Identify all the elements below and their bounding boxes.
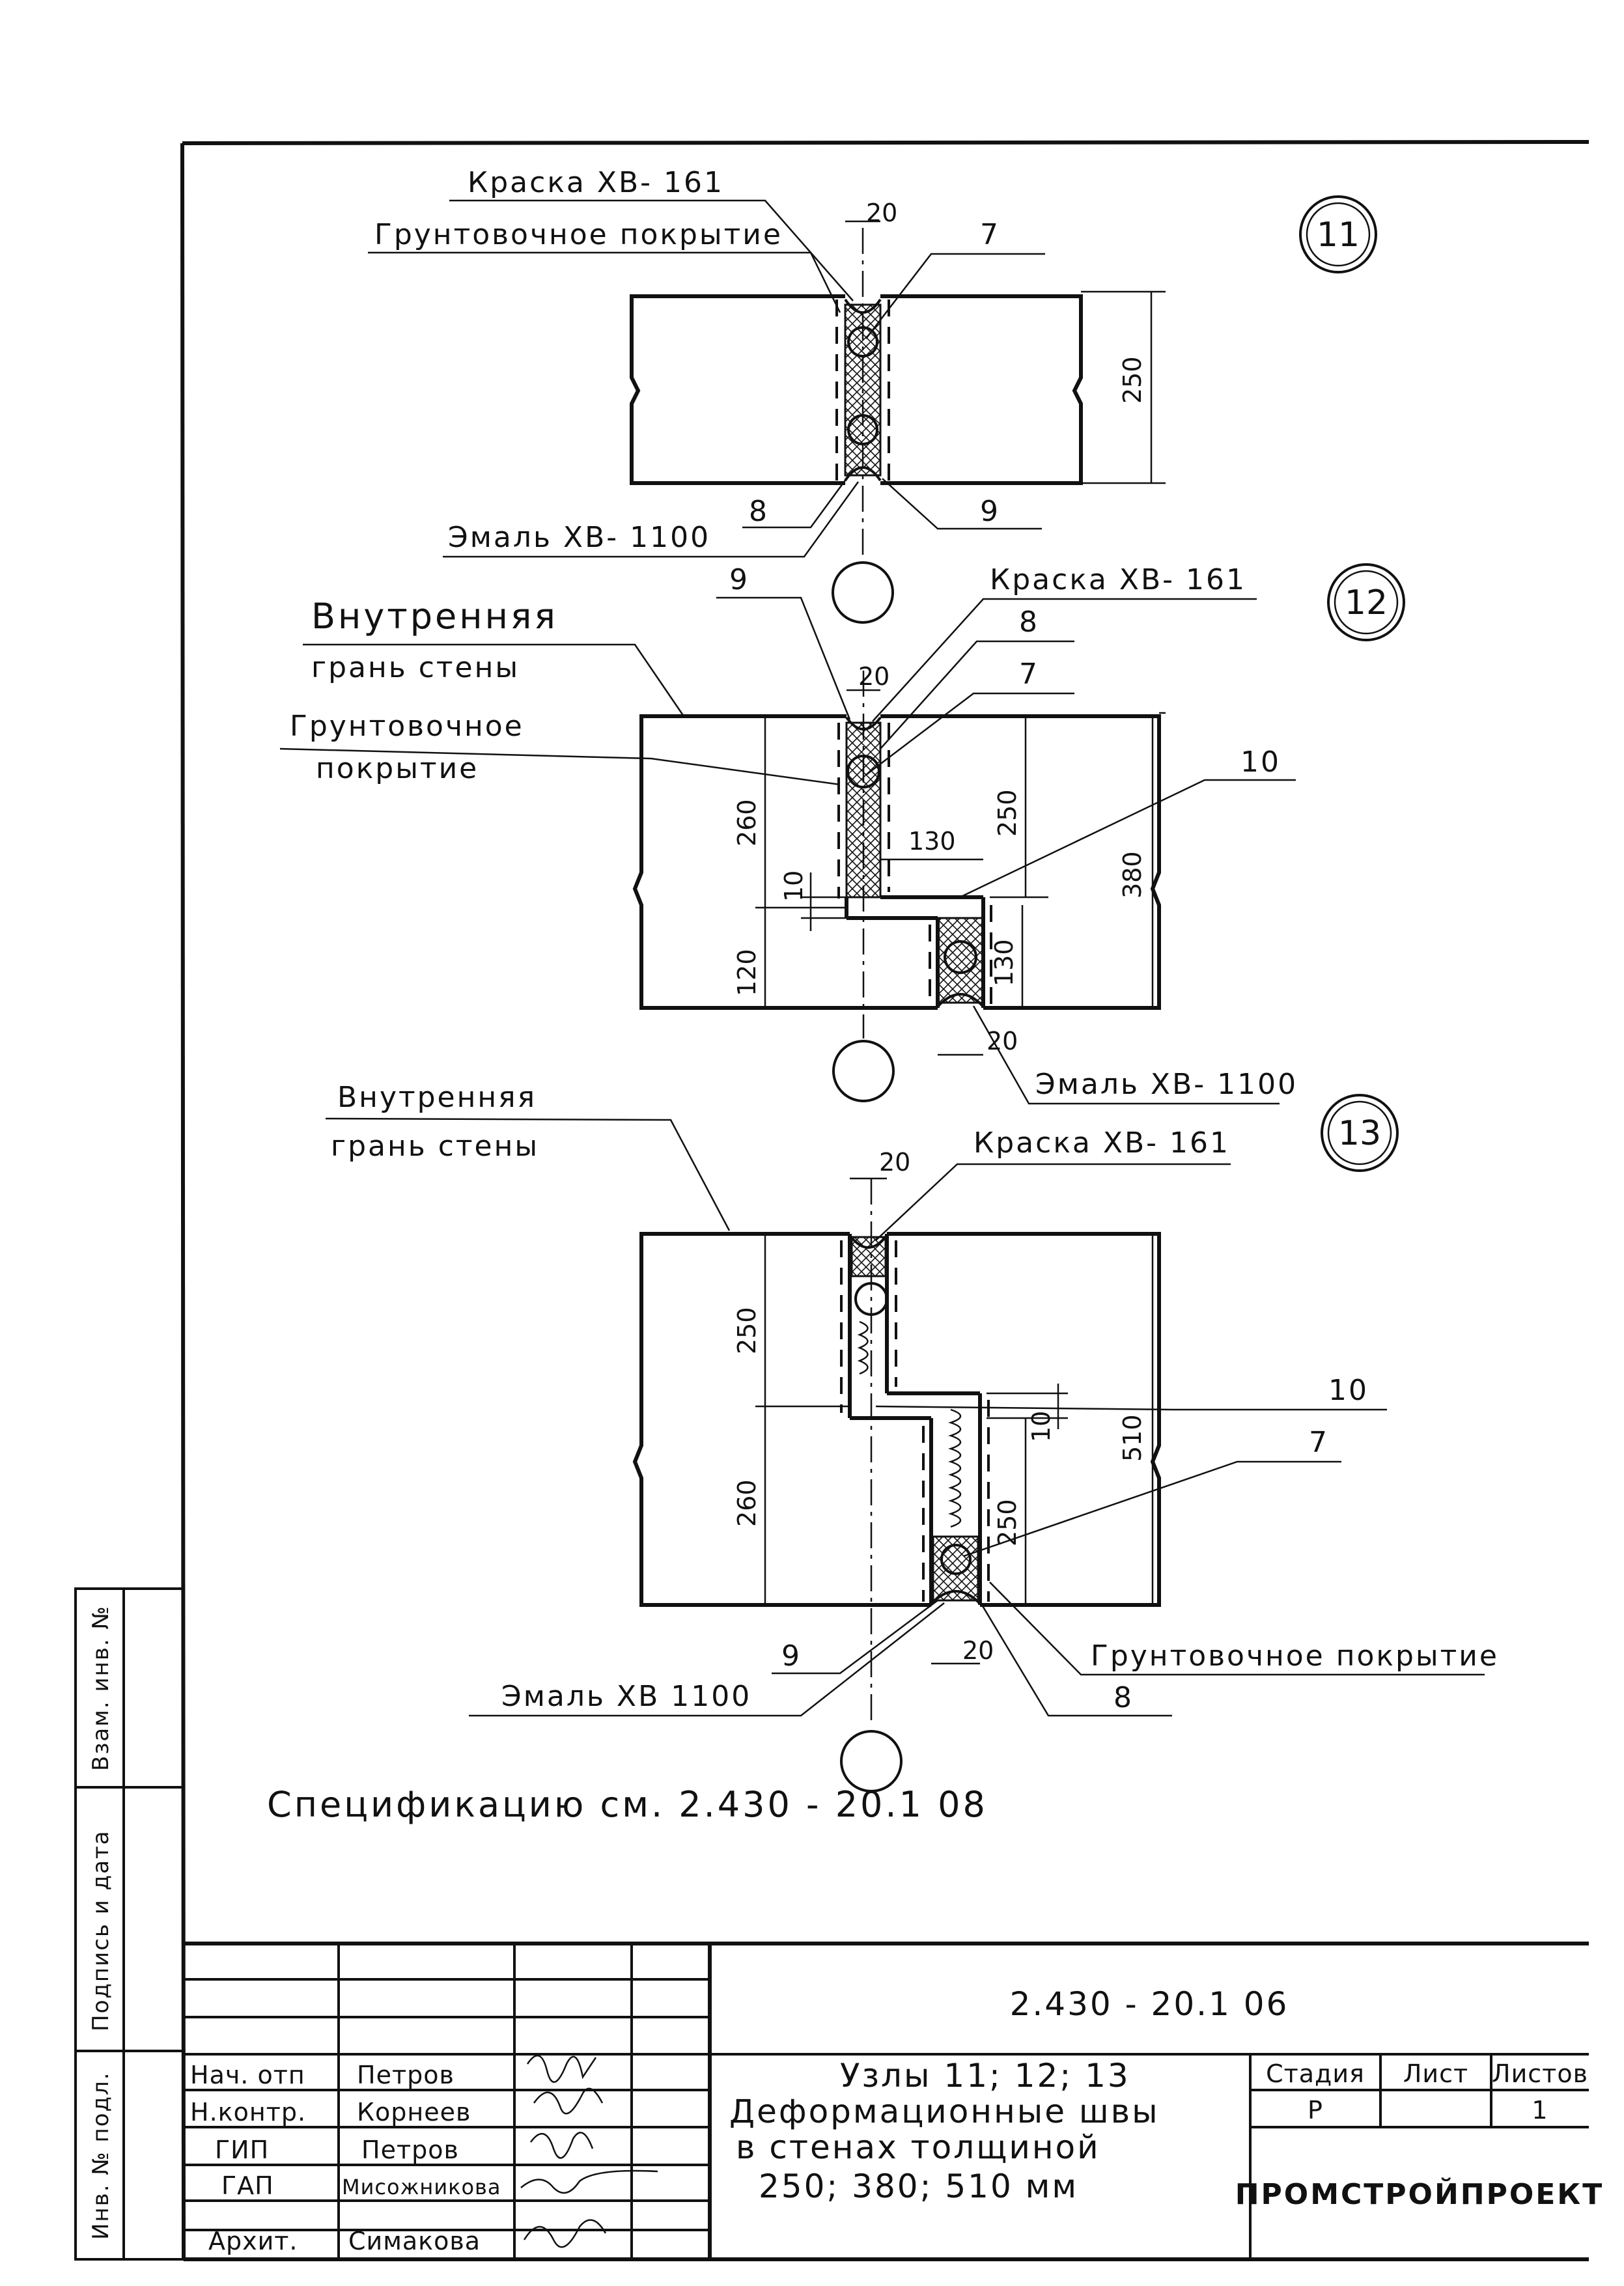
signatures (520, 2055, 658, 2248)
node-13-dim-250-right: 250 (993, 1499, 1022, 1546)
node-13-dim-gap-top: 20 (879, 1148, 910, 1177)
node-11-paint-label: Краска ХВ- 161 (468, 166, 724, 199)
node-13-inner-face-2: грань стены (331, 1130, 539, 1163)
role-1-name: Петров (357, 2061, 455, 2089)
role-2: Н.контр. (190, 2098, 306, 2126)
node-13-dim-250-left: 250 (733, 1307, 761, 1354)
node-12-dim-250: 250 (993, 789, 1022, 837)
node-11-callout-8: 8 (749, 495, 769, 528)
node-12-dim-130-h: 130 (908, 827, 956, 856)
role-5-name: Симакова (348, 2227, 481, 2255)
node-11-primer-label: Грунтовочное покрытие (374, 218, 783, 251)
node-12-dim-380: 380 (1118, 851, 1147, 899)
node-12-dim-120: 120 (733, 949, 761, 996)
side-stamp: Инв. № подл. Подпись и дата Взам. инв. № (74, 1587, 185, 2261)
role-1: Нач. отп (190, 2061, 305, 2089)
node-11-detail: 11 250 20 Краска ХВ- 161 Грунтовочное по… (368, 166, 1377, 624)
node-12-dim-gap-top: 20 (858, 662, 889, 691)
node-11-enamel-label: Эмаль ХВ- 1100 (448, 521, 710, 554)
node-12-enamel-label: Эмаль ХВ- 1100 (1035, 1068, 1298, 1101)
node-12-primer-1: Грунтовочное (290, 710, 524, 743)
node-13-enamel-label: Эмаль ХВ 1100 (501, 1680, 751, 1713)
title-block-doc-code: 2.430 - 20.1 06 (1010, 1985, 1289, 2023)
node-12-callout-10: 10 (1240, 746, 1281, 779)
role-4-name: Мисожникова (342, 2175, 501, 2199)
node-13-id: 13 (1338, 1114, 1381, 1153)
node-13-detail: 13 250 260 10 (325, 1081, 1499, 1792)
node-12-detail: 12 260 120 10 250 (279, 563, 1405, 1105)
node-12-callout-7: 7 (1019, 658, 1039, 691)
node-13-dim-gap-bottom: 20 (962, 1636, 994, 1665)
title-block-stage-value: Р (1308, 2096, 1323, 2125)
node-12-primer-2: покрытие (316, 752, 479, 785)
node-12-callout-9: 9 (729, 563, 749, 596)
node-12-marker (1327, 563, 1405, 641)
node-11-callout-9: 9 (980, 495, 1000, 528)
title-block-sheet-label: Лист (1403, 2059, 1468, 2088)
title-block-title-4: 250; 380; 510 мм (759, 2168, 1078, 2205)
node-11-id: 11 (1317, 216, 1360, 255)
title-block-title-2: Деформационные швы (729, 2093, 1160, 2130)
node-12-paint-label: Краска ХВ- 161 (990, 563, 1246, 596)
node-13-paint-label: Краска ХВ- 161 (973, 1126, 1230, 1160)
side-stamp-sign-date: Подпись и дата (88, 1830, 114, 2031)
node-11-dim-gap: 20 (866, 199, 897, 227)
title-block-sheets-label: Листов (1492, 2059, 1588, 2088)
title-block-org: ПРОМСТРОЙПРОЕКТ (1235, 2177, 1604, 2211)
side-stamp-inv-no-podl: Инв. № подл. (88, 2071, 114, 2240)
node-12-dim-10: 10 (779, 871, 808, 902)
node-11-marker (1299, 195, 1377, 273)
node-13-primer-label: Грунтовочное покрытие (1091, 1639, 1499, 1673)
node-13-callout-9: 9 (781, 1639, 802, 1673)
node-11-dim-thickness: 250 (1118, 356, 1147, 404)
node-12-callout-8: 8 (1019, 606, 1039, 639)
title-block: 2.430 - 20.1 06 Узлы 11; 12; 13 Деформац… (184, 1942, 1604, 2259)
title-block-title-1: Узлы 11; 12; 13 (840, 2057, 1130, 2095)
role-2-name: Корнеев (357, 2098, 471, 2126)
node-11-callout-7: 7 (980, 218, 1000, 251)
node-12-id: 12 (1345, 583, 1388, 622)
node-13-dim-260: 260 (733, 1479, 761, 1527)
side-stamp-vzam-inv: Взам. инв. № (88, 1605, 114, 1771)
node-12-inner-face-1: Внутренняя (311, 596, 558, 637)
title-block-stage-label: Стадия (1266, 2059, 1365, 2088)
node-13-callout-8: 8 (1113, 1681, 1134, 1714)
role-5: Архит. (208, 2227, 298, 2255)
title-block-sheets-value: 1 (1532, 2096, 1548, 2125)
role-3-name: Петров (361, 2136, 459, 2164)
title-block-title-3: в стенах толщиной (736, 2128, 1100, 2166)
spec-note: Спецификацию см. 2.430 - 20.1 08 (267, 1784, 988, 1825)
node-13-dim-10: 10 (1027, 1411, 1056, 1442)
node-13-marker (1321, 1094, 1399, 1172)
node-12-inner-face-2: грань стены (311, 651, 520, 684)
role-3: ГИП (215, 2136, 269, 2164)
node-13-callout-7: 7 (1309, 1426, 1329, 1459)
node-12-dim-260: 260 (733, 799, 761, 846)
node-13-callout-10: 10 (1328, 1374, 1369, 1407)
node-13-inner-face-1: Внутренняя (337, 1081, 537, 1114)
role-4: ГАП (221, 2171, 274, 2200)
node-12-dim-130-v: 130 (990, 939, 1018, 986)
node-12-dim-gap-bottom: 20 (987, 1027, 1018, 1055)
node-13-dim-510: 510 (1118, 1414, 1147, 1462)
